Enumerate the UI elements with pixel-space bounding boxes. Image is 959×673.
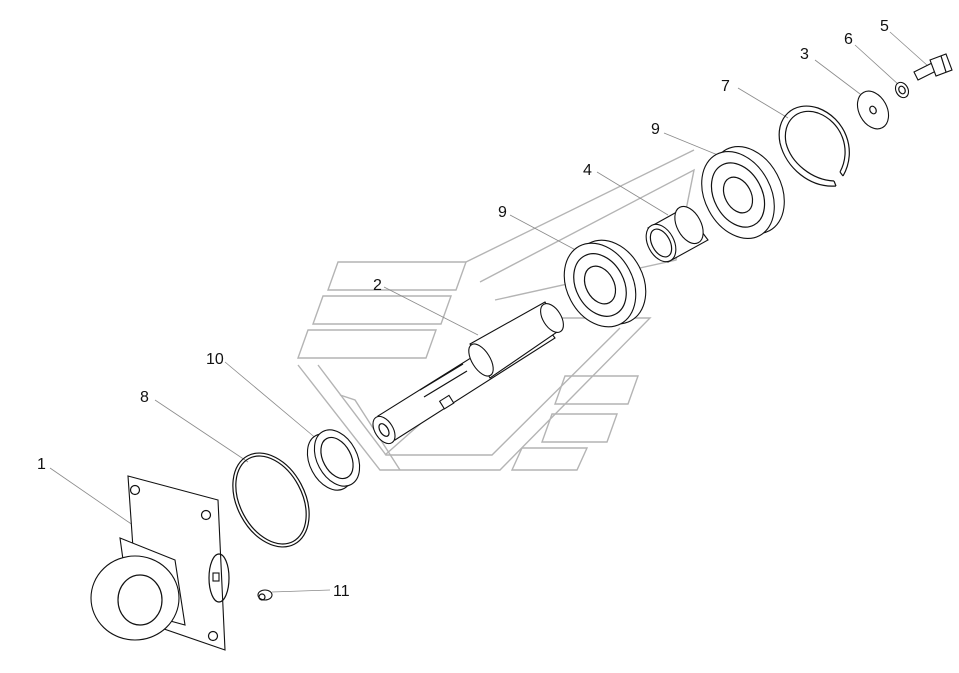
part-plug: [257, 589, 273, 601]
part-housing: [90, 475, 230, 651]
callout-11: 11: [333, 583, 350, 600]
callout-2: 2: [373, 277, 382, 294]
part-washer: [856, 90, 890, 130]
callout-1: 1: [37, 456, 46, 473]
part-shaft: [372, 301, 564, 445]
part-sleeve: [645, 205, 709, 263]
callout-3: 3: [800, 46, 809, 63]
part-o-ring: [232, 452, 310, 548]
callout-4: 4: [583, 162, 592, 179]
part-bearing-upper: [701, 145, 785, 240]
part-lock-washer: [894, 81, 910, 99]
watermark-logo: [297, 149, 695, 471]
callout-9-lower: 9: [498, 204, 507, 221]
callout-10: 10: [206, 351, 224, 368]
callout-7: 7: [721, 78, 730, 95]
callout-8: 8: [140, 389, 149, 406]
part-bearing-lower: [563, 239, 647, 328]
part-seal: [306, 429, 361, 491]
leader-lines: [49, 31, 929, 593]
part-retaining-ring: [778, 105, 850, 187]
callout-6: 6: [844, 31, 853, 48]
callout-labels: 5 6 3 7 9 4 9 2 10 8 1 11: [37, 18, 889, 600]
callout-9-upper: 9: [651, 121, 660, 138]
callout-5: 5: [880, 18, 889, 35]
part-bolt: [913, 53, 953, 81]
